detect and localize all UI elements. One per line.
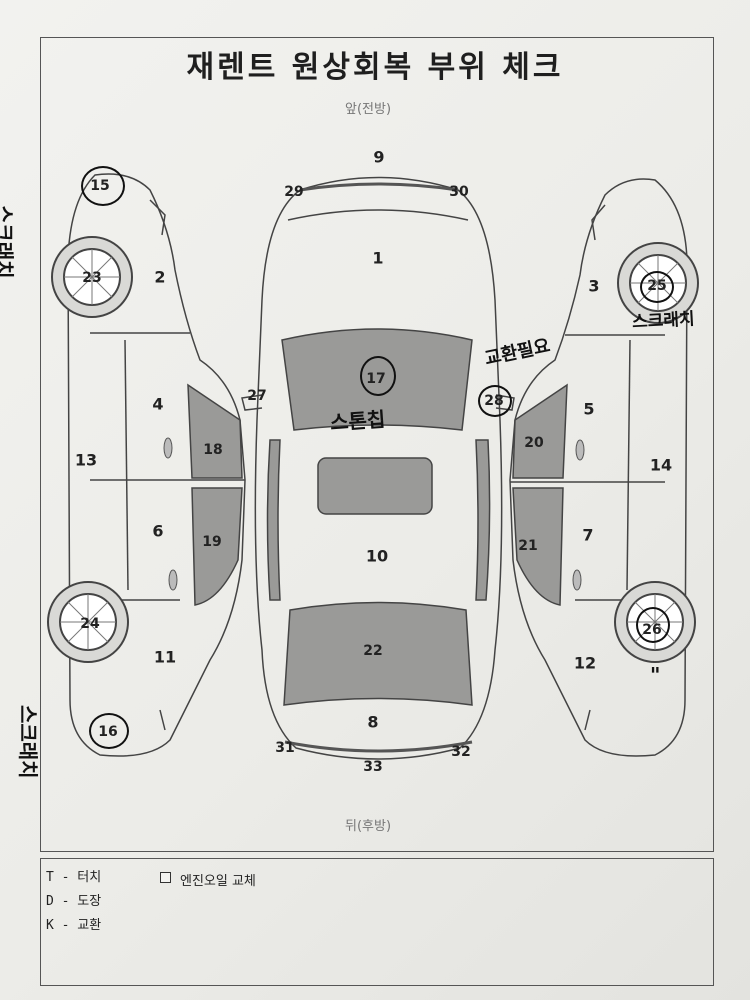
part-6: 6 [152, 521, 164, 541]
note-25-scratch: 스크래치 [631, 309, 696, 333]
left-car-body [67, 173, 246, 757]
engine-oil-label: 엔진오일 교체 [180, 874, 256, 889]
part-19: 19 [202, 534, 222, 550]
front-label: 앞(전방) [345, 102, 392, 117]
part-10: 10 [365, 546, 389, 566]
part-20: 20 [524, 435, 544, 451]
part-22: 22 [363, 643, 383, 659]
note-15-scratch: 스크래치 [0, 205, 16, 279]
part-31: 31 [275, 740, 295, 756]
mark-circle-28 [478, 385, 512, 417]
rear-window [283, 601, 473, 706]
mark-circle-26 [636, 607, 670, 643]
legend-replace: K - 교환 [46, 918, 102, 933]
left-rear-glass [191, 487, 243, 606]
part-32: 32 [451, 744, 471, 760]
part-2: 2 [154, 267, 166, 287]
note-26-ditto: " [650, 663, 661, 687]
part-24: 24 [80, 616, 100, 632]
part-29: 29 [284, 184, 304, 200]
note-16-scratch: 스크래치 [16, 705, 40, 779]
mark-circle-16 [89, 713, 129, 749]
rear-bumper-line [284, 740, 473, 753]
part-3: 3 [588, 276, 600, 296]
top-car-inner [287, 209, 469, 221]
legend-box [40, 858, 714, 986]
part-27: 27 [247, 388, 267, 404]
part-4: 4 [152, 394, 164, 414]
part-14: 14 [649, 455, 673, 475]
right-car-body [509, 178, 688, 757]
part-9: 9 [373, 147, 385, 167]
page-title: 재렌트 원상회복 부위 체크 [186, 50, 564, 85]
diagram-frame [40, 37, 714, 852]
part-11: 11 [153, 647, 177, 667]
engine-oil-checkbox[interactable] [160, 872, 171, 883]
top-left-side-glass [266, 439, 281, 601]
mark-circle-25 [640, 271, 674, 303]
left-front-glass [187, 383, 243, 479]
part-23: 23 [82, 270, 102, 286]
part-30: 30 [449, 184, 469, 200]
part-13: 13 [74, 450, 98, 470]
part-8: 8 [367, 712, 379, 732]
legend-paint: D - 도장 [46, 894, 102, 909]
part-33: 33 [363, 759, 383, 775]
mark-circle-15 [81, 166, 125, 206]
part-5: 5 [583, 399, 595, 419]
right-front-glass [512, 383, 568, 479]
sunroof [317, 457, 433, 515]
part-18: 18 [203, 442, 223, 458]
part-12: 12 [573, 653, 597, 673]
mark-circle-17 [360, 356, 396, 396]
top-right-side-glass [475, 439, 491, 601]
rear-label: 뒤(후방) [345, 819, 392, 834]
legend-touch: T - 터치 [46, 870, 102, 885]
right-rear-glass [512, 487, 564, 606]
part-21: 21 [518, 538, 538, 554]
front-bumper-line [299, 182, 459, 192]
top-car-body [254, 176, 503, 760]
note-17-stonechip: 스톤칩 [329, 407, 387, 435]
left-mirror [241, 394, 263, 411]
part-7: 7 [582, 525, 594, 545]
part-1: 1 [372, 248, 384, 268]
